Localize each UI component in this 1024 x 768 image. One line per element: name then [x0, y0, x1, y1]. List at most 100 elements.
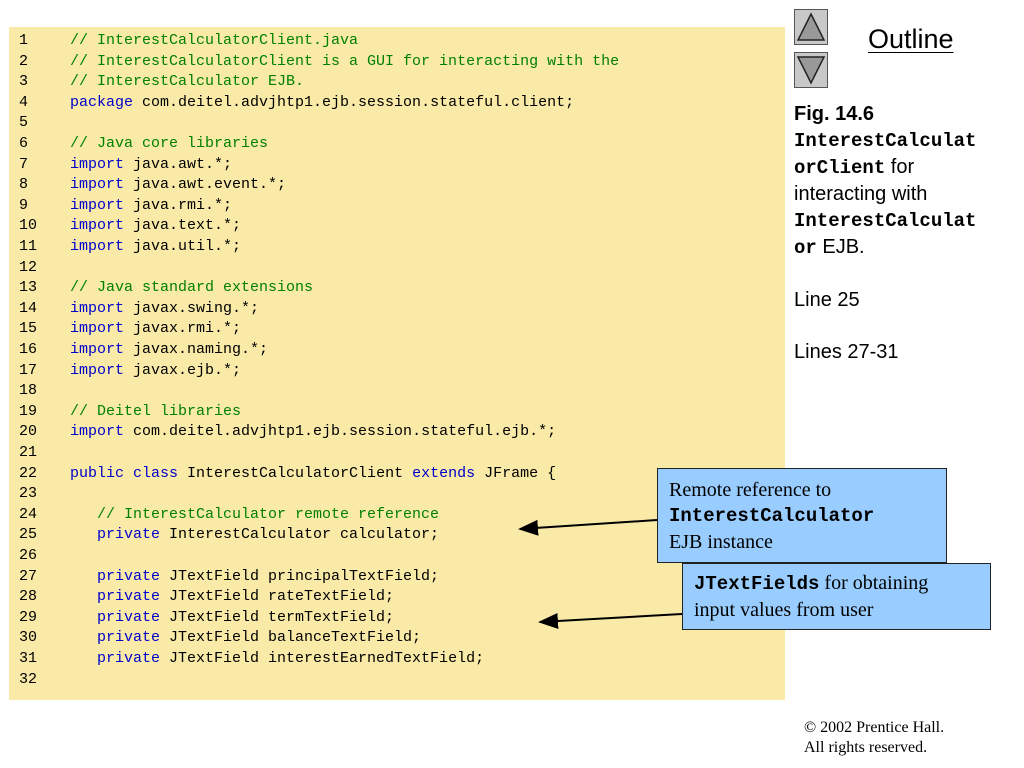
code-token-plain: JTextField rateTextField; — [160, 588, 395, 606]
line-number: 12 — [19, 258, 38, 276]
code-token-plain: InterestCalculator calculator; — [160, 526, 440, 544]
line-number: 24 — [19, 505, 38, 523]
code-token-keyword: package — [70, 93, 134, 111]
code-token-plain: com.deitel.advjhtp1.ejb.session.stateful… — [124, 423, 557, 441]
code-token-keyword: private — [70, 608, 161, 626]
line-number: 4 — [19, 93, 29, 111]
code-token-keyword: import — [70, 238, 125, 255]
line-number: 22 — [19, 464, 38, 482]
line-code: // InterestCalculatorClient.java — [70, 31, 358, 51]
line-code: import com.deitel.advjhtp1.ejb.session.s… — [70, 422, 556, 442]
class-name-part-2: orClient — [794, 157, 886, 179]
code-token-plain: JTextField interestEarnedTextField; — [160, 650, 485, 667]
line-number: 32 — [19, 670, 38, 688]
line-number: 31 — [19, 650, 38, 667]
code-token-plain: java.awt.*; — [124, 155, 233, 173]
code-token-keyword: private — [70, 588, 161, 606]
line-code: // Java core libraries — [70, 134, 268, 154]
callout-remote-line-3: EJB instance — [669, 531, 773, 553]
line-code: import javax.rmi.*; — [70, 319, 241, 339]
line-code: import java.rmi.*; — [70, 196, 232, 216]
line-number: 1 — [19, 32, 29, 49]
copyright-line-2: All rights reserved. — [804, 739, 928, 756]
line-code: import javax.naming.*; — [70, 340, 268, 360]
code-token-keyword: import — [70, 155, 125, 173]
code-token-plain: java.util.*; — [124, 238, 242, 255]
line-number: 11 — [19, 238, 38, 255]
line-code: private JTextField interestEarnedTextFie… — [70, 649, 484, 669]
ejb-text: EJB. — [816, 236, 865, 258]
line-code: // Deitel libraries — [70, 402, 241, 422]
line-reference: Line 25 — [794, 289, 860, 311]
previous-slide-button[interactable] — [794, 9, 828, 45]
line-number: 15 — [19, 320, 38, 338]
next-slide-button[interactable] — [794, 52, 828, 88]
code-token-plain: JFrame { — [475, 464, 557, 482]
line-number: 20 — [19, 423, 38, 441]
line-number: 14 — [19, 299, 38, 317]
class-name-line-2: orClient for — [794, 154, 1019, 181]
code-token-keyword: import — [70, 320, 125, 338]
line-code: private JTextField balanceTextField; — [70, 628, 421, 648]
code-token-comment: // Deitel libraries — [70, 402, 242, 420]
callout-fields-class: JTextFields — [694, 573, 820, 595]
code-token-keyword: import — [70, 176, 125, 194]
line-code: import java.awt.event.*; — [70, 175, 286, 195]
triangle-up-icon — [796, 12, 826, 41]
line-code: // Java standard extensions — [70, 278, 313, 298]
line-number: 28 — [19, 588, 38, 606]
callout-fields-line-2: input values from user — [694, 599, 874, 621]
code-token-keyword: import — [70, 217, 125, 235]
code-token-comment: // InterestCalculator remote reference — [70, 505, 440, 523]
code-token-plain: javax.swing.*; — [124, 299, 260, 317]
code-token-plain: javax.ejb.*; — [124, 361, 242, 379]
line-code: import javax.ejb.*; — [70, 361, 241, 381]
callout-text-fields: JTextFields for obtaining input values f… — [682, 563, 991, 630]
line-number: 5 — [19, 114, 29, 132]
triangle-down-icon — [796, 56, 826, 85]
ejb-name-part-1: InterestCalculat — [794, 210, 977, 232]
line-number: 29 — [19, 608, 38, 626]
line-code: public class InterestCalculatorClient ex… — [70, 464, 556, 484]
line-code: import java.text.*; — [70, 216, 241, 236]
line-number: 8 — [19, 176, 29, 194]
code-token-comment: // Java standard extensions — [70, 279, 314, 297]
line-number: 18 — [19, 382, 38, 400]
line-number: 23 — [19, 485, 38, 503]
code-token-keyword: private — [70, 650, 161, 667]
code-token-keyword: private — [70, 567, 161, 585]
line-number: 6 — [19, 135, 29, 152]
line-number: 25 — [19, 526, 38, 544]
line-code: import javax.swing.*; — [70, 299, 259, 319]
line-code: import java.awt.*; — [70, 155, 232, 175]
class-name-part-1: InterestCalculat — [794, 130, 977, 152]
callout-remote-reference: Remote reference to InterestCalculator E… — [657, 468, 947, 563]
code-token-keyword: extends — [412, 464, 476, 482]
line-code: private InterestCalculator calculator; — [70, 525, 439, 545]
code-token-plain: java.awt.event.*; — [124, 176, 287, 194]
code-token-keyword: private — [70, 629, 161, 647]
code-token-plain: JTextField termTextField; — [160, 608, 395, 626]
code-token-keyword: import — [70, 341, 125, 358]
line-code: // InterestCalculatorClient is a GUI for… — [70, 52, 619, 72]
code-token-plain: JTextField principalTextField; — [160, 567, 440, 585]
callout-remote-class: InterestCalculator — [669, 505, 875, 527]
copyright-line-1: © 2002 Prentice Hall. — [804, 719, 945, 736]
code-token-plain: InterestCalculatorClient — [178, 464, 413, 482]
code-token-keyword: import — [70, 361, 125, 379]
line-number: 26 — [19, 547, 38, 564]
outline-link[interactable]: Outline — [868, 24, 954, 54]
line-number: 10 — [19, 217, 38, 235]
line-code: package com.deitel.advjhtp1.ejb.session.… — [70, 93, 574, 113]
line-number: 3 — [19, 73, 29, 91]
code-token-keyword: import — [70, 423, 125, 441]
line-number: 21 — [19, 444, 38, 461]
interacting-text: interacting with — [794, 183, 928, 205]
for-text: for — [885, 156, 915, 178]
code-token-comment: // InterestCalculatorClient.java — [70, 32, 359, 49]
class-name-line-1: InterestCalculat — [794, 127, 1019, 154]
line-number: 16 — [19, 341, 38, 358]
line-code: import java.util.*; — [70, 237, 241, 257]
line-number: 30 — [19, 629, 38, 647]
line-code: private JTextField principalTextField; — [70, 567, 439, 587]
